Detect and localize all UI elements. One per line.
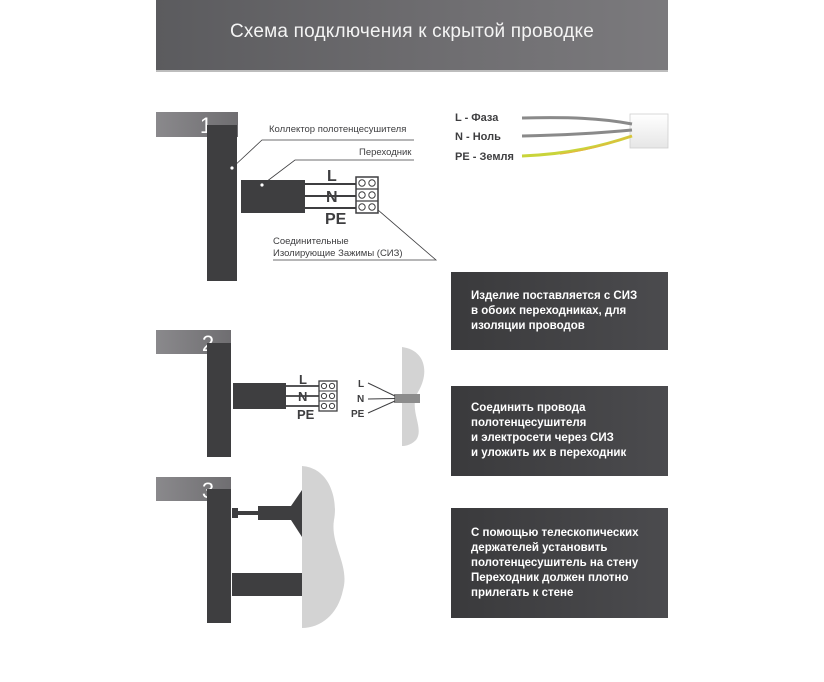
wire-ground bbox=[521, 134, 633, 158]
step-1-terminal-block bbox=[355, 176, 379, 214]
collector-label: Коллектор полотенцесушителя bbox=[269, 124, 406, 135]
step-2-wall-cable bbox=[394, 394, 420, 403]
wall-label-n: N bbox=[357, 394, 364, 405]
step-1-label-l: L bbox=[327, 168, 337, 185]
step-1-adapter bbox=[241, 180, 305, 213]
step-1-callouts bbox=[230, 139, 438, 261]
wall-label-l: L bbox=[358, 379, 364, 390]
step-2-adapter bbox=[233, 383, 286, 409]
info-panel-3: С помощью телескопических держателей уст… bbox=[451, 508, 668, 618]
terminal-label-line2: Изолирующие Зажимы (СИЗ) bbox=[273, 248, 403, 259]
cable-sheath bbox=[629, 113, 669, 149]
step-1-collector bbox=[207, 125, 237, 281]
info-panel-2-text: Соединить провода полотенцесушителя и эл… bbox=[471, 402, 627, 459]
wire-phase bbox=[521, 116, 633, 126]
step-2-label-pe: PE bbox=[297, 407, 315, 422]
step-2-collector bbox=[207, 343, 231, 457]
step-3-holder-top bbox=[232, 508, 238, 518]
step-2-diagram: 2 L N PE L N PE bbox=[156, 330, 425, 457]
legend-neutral: N - Ноль bbox=[455, 131, 501, 143]
legend-phase: L - Фаза bbox=[455, 112, 499, 124]
info-panel-1: Изделие поставляется с СИЗ в обоих перех… bbox=[451, 272, 668, 350]
cable-legend: L - Фаза N - Ноль PE - Земля bbox=[455, 112, 669, 163]
step-3-wall bbox=[302, 466, 345, 628]
adapter-label: Переходник bbox=[359, 147, 412, 158]
step-2-label-n: N bbox=[298, 389, 307, 404]
legend-ground: PE - Земля bbox=[455, 151, 514, 163]
step-2-terminal-block bbox=[318, 380, 338, 412]
step-2-label-l: L bbox=[299, 372, 307, 387]
wire-neutral bbox=[521, 128, 633, 138]
step-3-diagram: 3 bbox=[156, 466, 345, 628]
info-panel-2: Соединить провода полотенцесушителя и эл… bbox=[451, 386, 668, 476]
step-1-diagram: 1 L N PE Коллектор полотенцесушителя Пер… bbox=[156, 112, 438, 281]
info-panel-3-text: С помощью телескопических держателей уст… bbox=[471, 526, 639, 599]
info-panel-1-text: Изделие поставляется с СИЗ в обоих перех… bbox=[471, 289, 638, 332]
step-3-holder-bottom bbox=[232, 573, 302, 596]
terminal-label-line1: Соединительные bbox=[273, 236, 349, 247]
page-title: Схема подключения к скрытой проводке bbox=[230, 21, 594, 42]
header-banner: Схема подключения к скрытой проводке bbox=[156, 0, 668, 72]
step-1-label-n: N bbox=[326, 189, 338, 206]
step-1-label-pe: PE bbox=[325, 211, 347, 228]
step-3-adapter-flange bbox=[291, 490, 302, 537]
wall-label-pe: PE bbox=[351, 409, 365, 420]
step-3-collector bbox=[207, 489, 231, 623]
